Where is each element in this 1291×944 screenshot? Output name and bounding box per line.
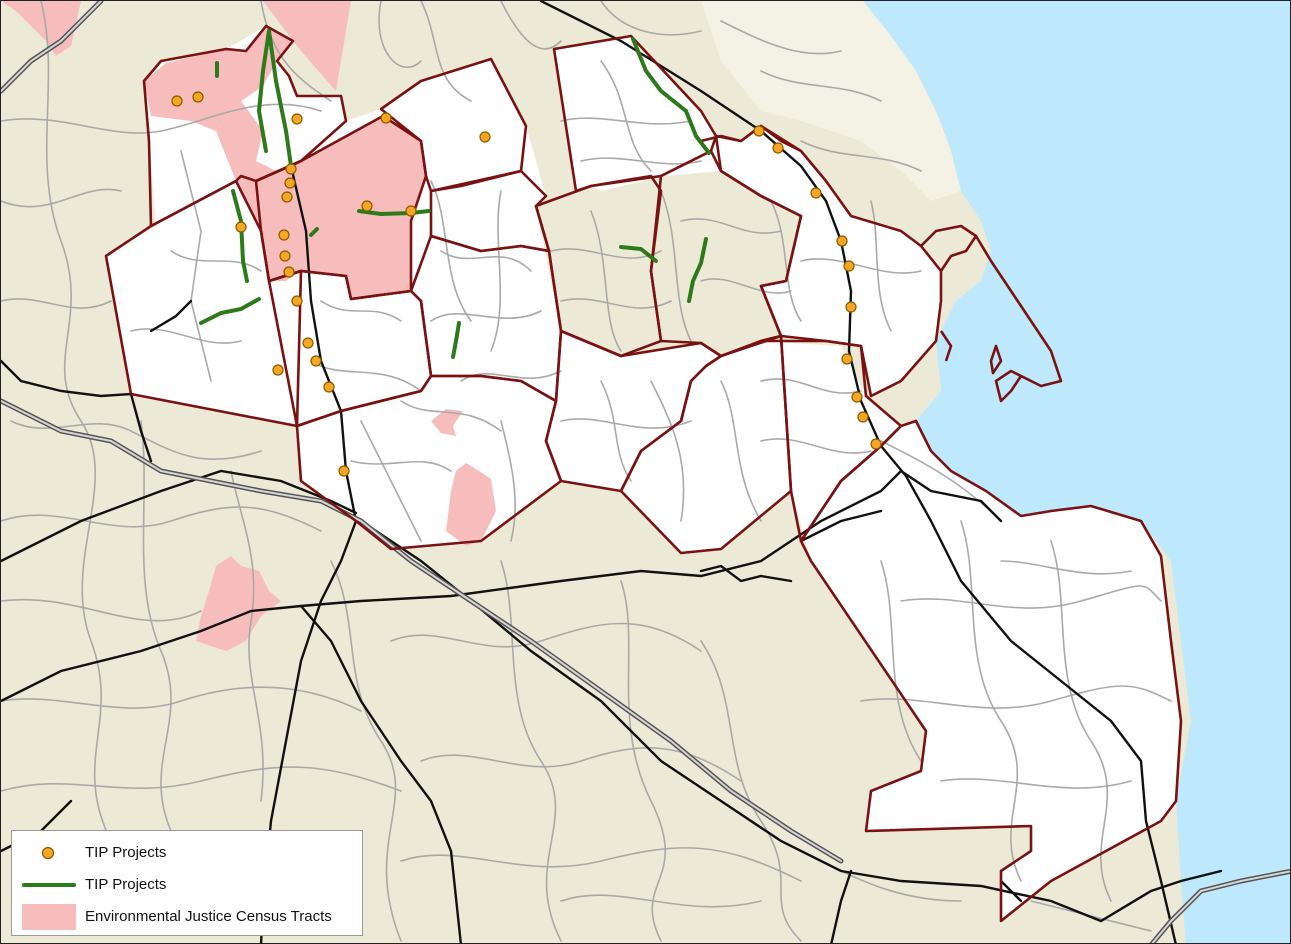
legend-label: Environmental Justice Census Tracts [85,908,332,925]
tip-lines [199,29,711,359]
tip-project-point [192,91,204,103]
legend-item-ej-tracts: Environmental Justice Census Tracts [12,903,362,930]
tip-project-line [199,297,261,325]
tip-points [171,91,882,477]
coastline-detail [974,235,1063,403]
point-icon [41,846,55,860]
tip-project-point [361,200,373,212]
ej-tract [431,409,463,436]
legend-item-tip-lines: TIP Projects [12,871,362,897]
ej-tract [196,556,281,651]
tip-project-point [279,250,291,262]
tip-project-point [338,465,350,477]
tip-project-point [836,235,848,247]
coastline-detail [700,124,802,153]
tip-project-point [235,221,247,233]
tip-project-point [870,438,882,450]
ej-tract [446,463,496,546]
tip-project-line [631,37,711,155]
tip-project-point [310,355,322,367]
tip-project-point [845,301,857,313]
tip-project-point [772,142,784,154]
tip-project-point [323,381,335,393]
tip-project-line [256,29,271,153]
tip-project-point [843,260,855,272]
tip-project-point [281,191,293,203]
minor-roads [1,1,1172,942]
tip-project-line [309,227,319,237]
tip-project-point [753,125,765,137]
tip-project-point [302,337,314,349]
tip-project-point [171,95,183,107]
ej-tract [216,101,426,299]
boundary-east-1 [714,124,943,398]
tip-project-line [231,189,249,283]
major-roads [1,1,1223,943]
coastal-lowland [701,1,961,201]
tip-project-point [291,295,303,307]
legend-label: TIP Projects [85,844,167,861]
tip-project-point [810,187,822,199]
tip-project-point [291,113,303,125]
coastline-detail [939,330,953,362]
tip-project-point [405,205,417,217]
coastline-detail [989,344,1003,375]
tip-project-point [857,411,869,423]
town-boundaries [104,24,1183,923]
tip-project-line [451,321,461,359]
polygon-icon [22,904,76,930]
tip-project-point [851,391,863,403]
legend-label: TIP Projects [85,876,167,893]
tip-project-line [267,29,293,168]
tip-project-point [479,131,491,143]
tip-project-point [278,229,290,241]
line-icon [22,883,76,887]
ej-tract [263,1,351,91]
boundary-south-4 [619,334,793,555]
ocean [863,1,1290,943]
tip-project-point [380,112,392,124]
boundary-southeast [799,419,1183,923]
tip-project-line [619,245,658,263]
map-legend: TIP Projects TIP Projects Environmental … [11,830,363,936]
tip-project-point [285,163,297,175]
tip-project-line [687,237,708,303]
tip-project-point [841,353,853,365]
tip-project-line [357,209,431,217]
tip-project-point [284,177,296,189]
tip-project-point [283,266,295,278]
tip-project-point [272,364,284,376]
legend-item-tip-points: TIP Projects [12,839,362,865]
